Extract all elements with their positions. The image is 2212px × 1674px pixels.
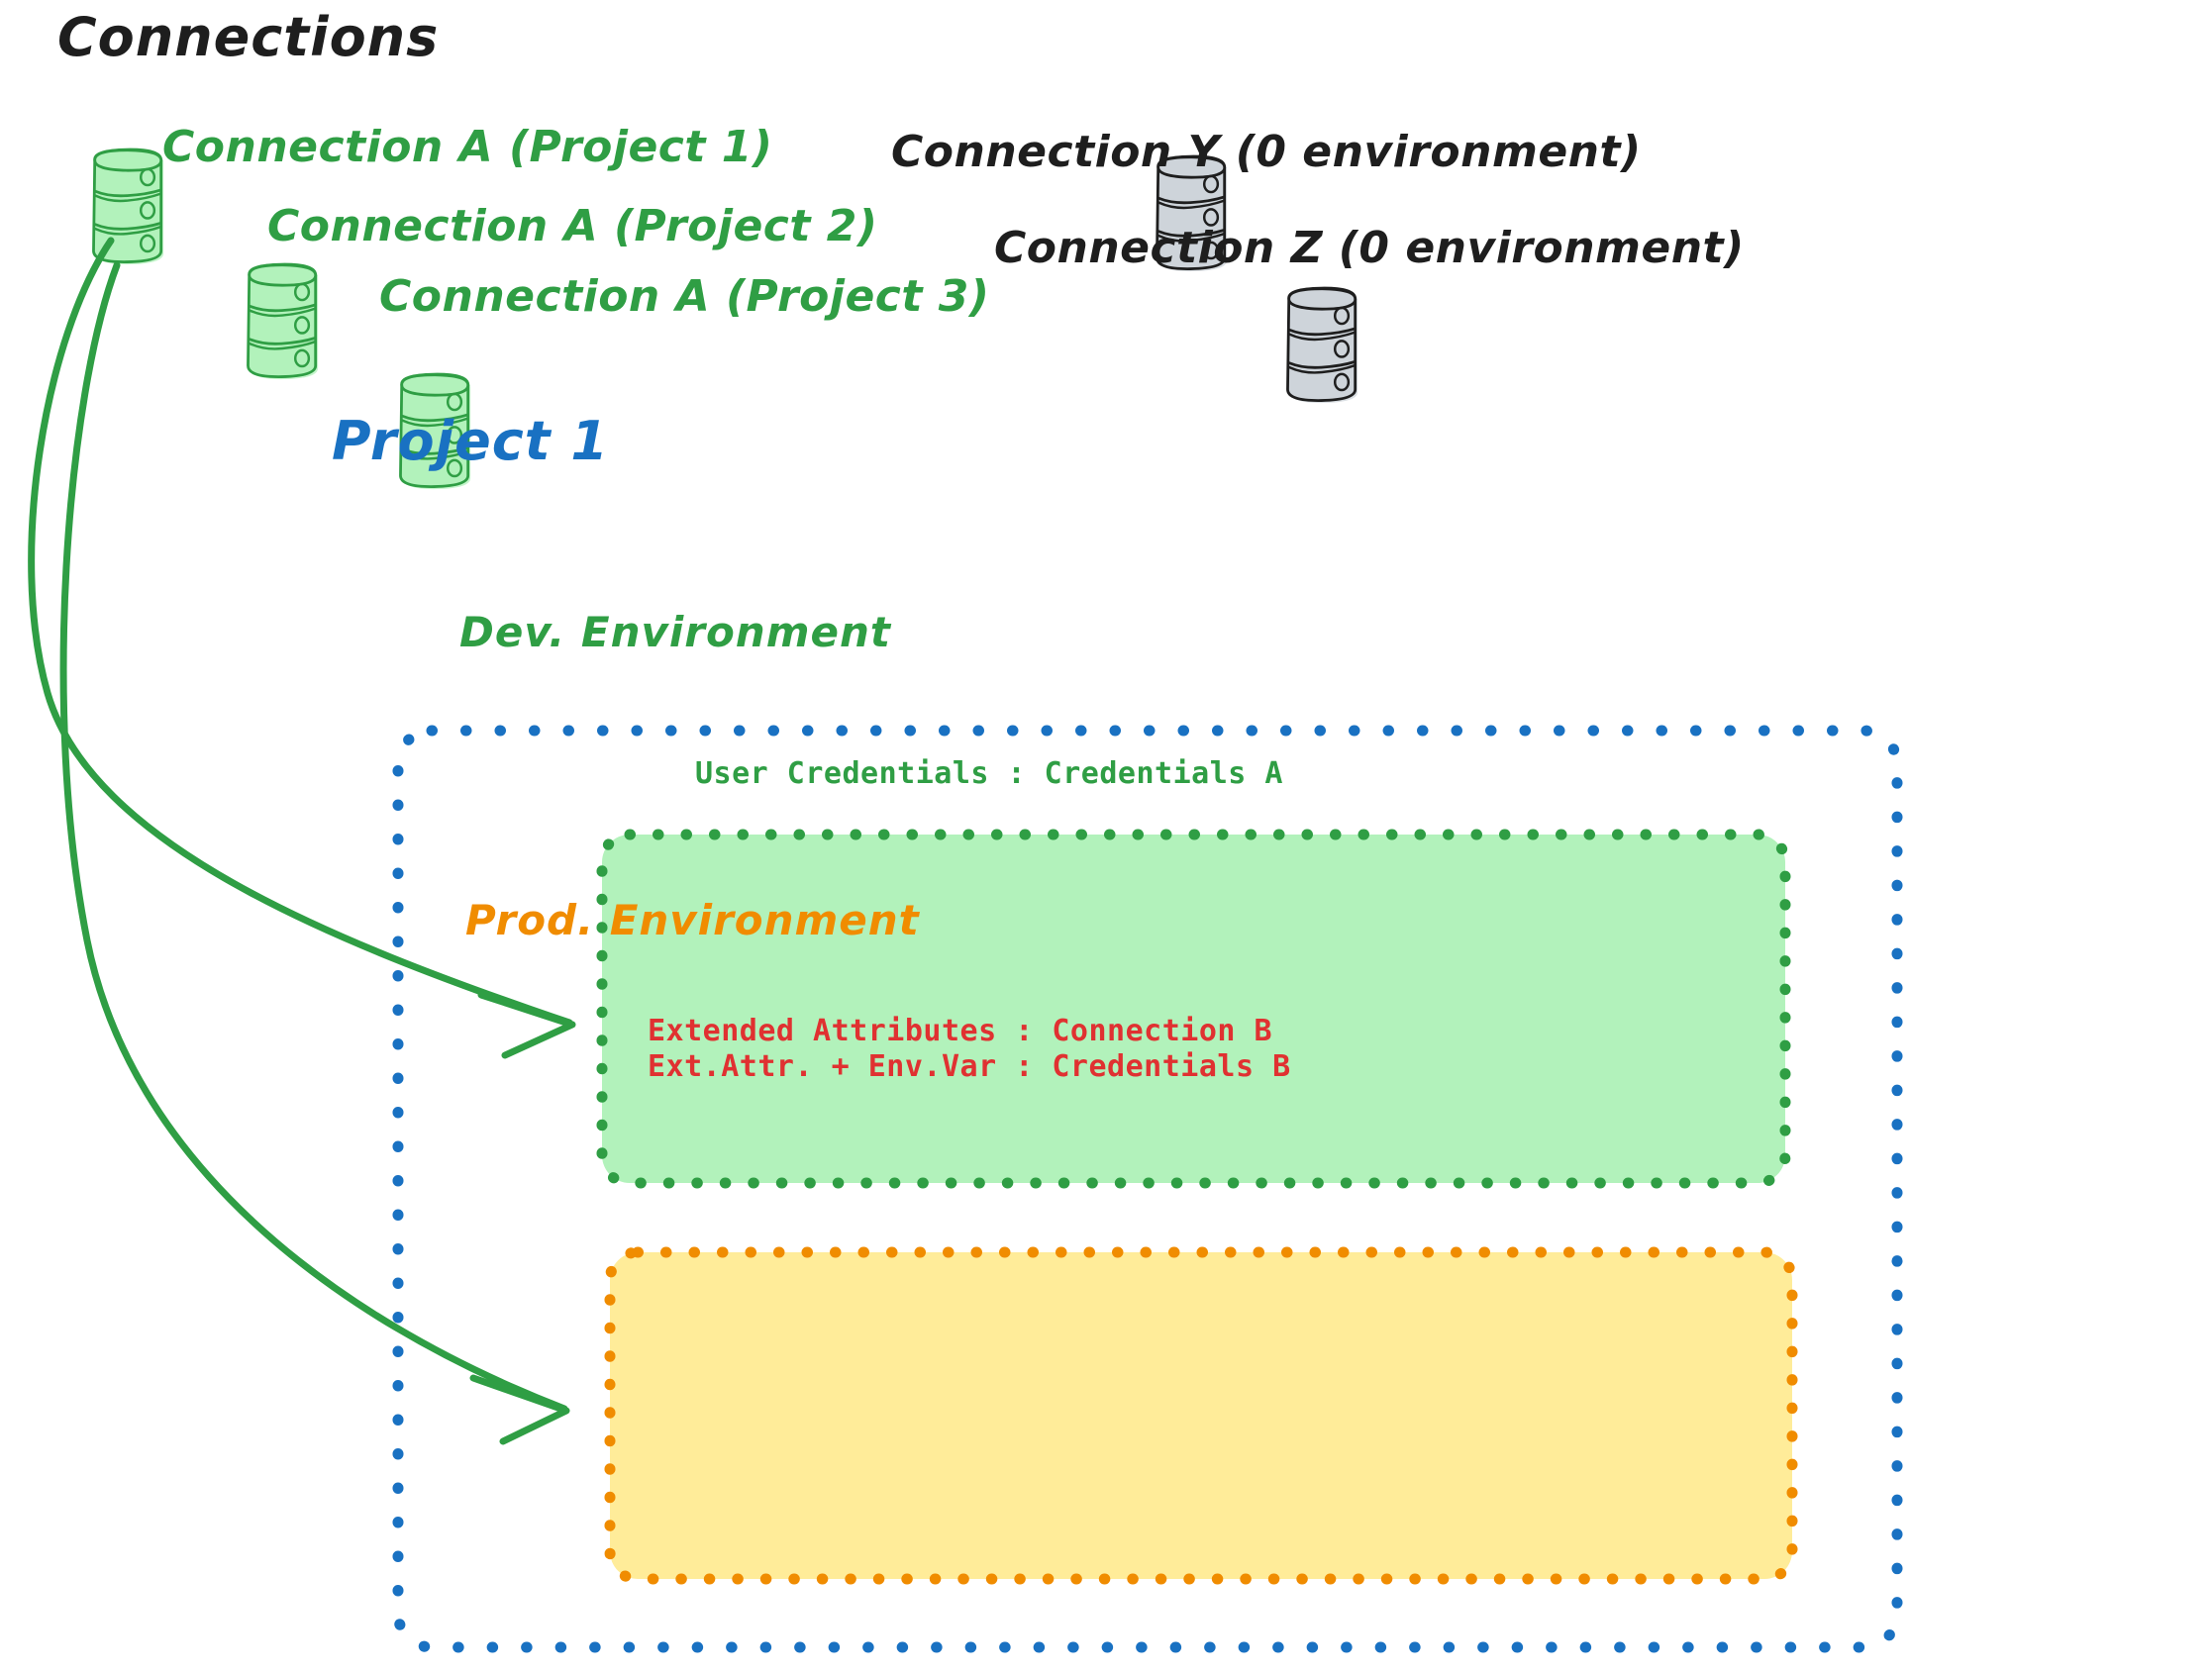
- prod-environment-title: Prod. Environment: [465, 896, 920, 944]
- project-1-container: [392, 725, 1903, 1653]
- prod-environment-attributes-line: Extended Attributes : Connection B: [648, 1014, 1273, 1048]
- arrow-connection-a-to-prod-environment: [59, 261, 570, 1445]
- arrow-connection-a-to-dev-environment: [28, 237, 576, 1059]
- dev-environment-title: Dev. Environment: [459, 608, 891, 656]
- connection-label-y: Connection Y (0 environment): [891, 127, 1642, 177]
- dev-environment-box: [596, 829, 1791, 1189]
- connection-label-a-project-2: Connection A (Project 2): [267, 201, 878, 251]
- connection-label-a-project-1: Connection A (Project 1): [162, 122, 773, 172]
- prod-environment-box: [604, 1246, 1798, 1585]
- database-icon-connection-z: [1286, 286, 1359, 405]
- prod-environment-credentials-line: Ext.Attr. + Env.Var : Credentials B: [648, 1049, 1291, 1084]
- project-1-title: Project 1: [332, 410, 609, 472]
- page-title: Connections: [57, 6, 440, 68]
- connection-label-z: Connection Z (0 environment): [994, 223, 1745, 273]
- database-icon-connection-a-project-2: [247, 262, 320, 381]
- connection-label-a-project-3: Connection A (Project 3): [379, 271, 990, 322]
- dev-environment-credentials-line: User Credentials : Credentials A: [695, 756, 1283, 791]
